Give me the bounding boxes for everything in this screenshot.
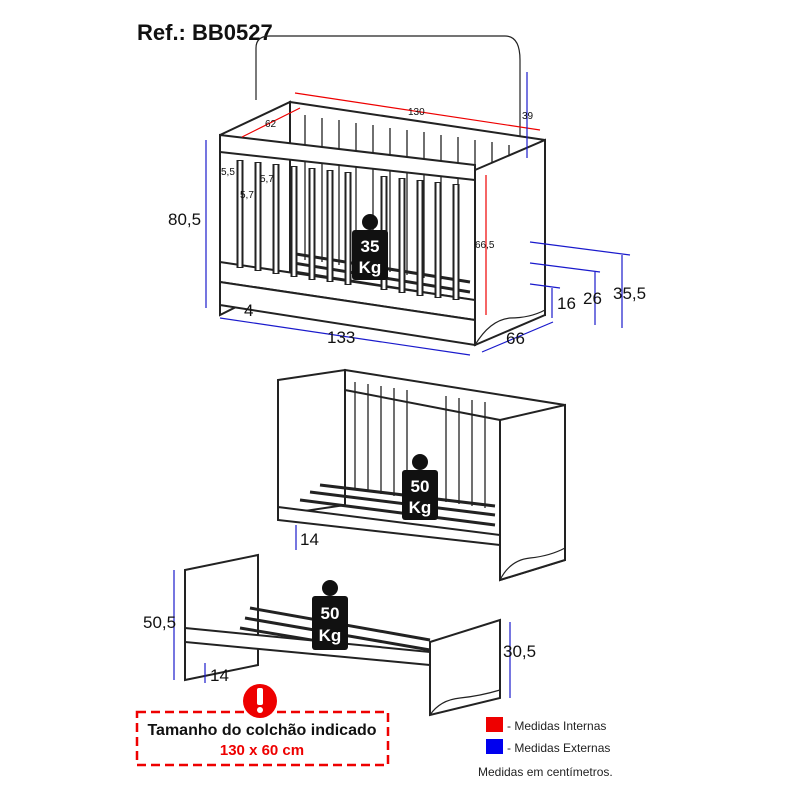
legend-swatch-internal <box>486 717 503 732</box>
crib-dimensions: 80,5 62 130 39 5,5 5,7 5,7 66,5 4 133 66… <box>168 72 646 356</box>
warning-icon <box>243 684 277 718</box>
svg-text:14: 14 <box>210 666 229 685</box>
svg-text:5,7: 5,7 <box>260 174 274 185</box>
svg-text:50: 50 <box>321 604 340 623</box>
svg-text:50: 50 <box>411 477 430 496</box>
svg-text:62: 62 <box>265 119 277 130</box>
svg-text:133: 133 <box>327 328 355 347</box>
svg-text:5,5: 5,5 <box>221 167 235 178</box>
svg-text:Kg: Kg <box>319 626 342 645</box>
svg-text:39: 39 <box>522 111 534 122</box>
headboard-outline <box>255 35 521 150</box>
legend-swatch-external <box>486 739 503 754</box>
bed-weight-icon: 50 Kg <box>312 580 348 650</box>
reference-code: Ref.: BB0527 <box>137 20 273 45</box>
svg-text:80,5: 80,5 <box>168 210 201 229</box>
svg-text:30,5: 30,5 <box>503 642 536 661</box>
mattress-note-title: Tamanho do colchão indicado <box>147 722 376 739</box>
svg-text:66,5: 66,5 <box>475 240 495 251</box>
svg-text:35,5: 35,5 <box>613 284 646 303</box>
svg-text:26: 26 <box>583 289 602 308</box>
legend-note: Medidas em centímetros. <box>478 765 613 779</box>
bed-dimensions: 50,5 30,5 14 <box>143 570 536 698</box>
svg-text:16: 16 <box>557 294 576 313</box>
bed-drawing <box>184 553 501 717</box>
svg-text:66: 66 <box>506 329 525 348</box>
crib-drawing <box>219 35 546 347</box>
svg-text:35: 35 <box>361 237 380 256</box>
mattress-note-box <box>135 710 390 767</box>
svg-text:5,7: 5,7 <box>240 190 254 201</box>
toddler-bed-offset-label: 14 <box>300 530 319 549</box>
svg-text:Kg: Kg <box>409 498 432 517</box>
legend-label-external: - Medidas Externas <box>507 741 610 755</box>
mattress-note-size: 130 x 60 cm <box>220 742 304 759</box>
legend-label-internal: - Medidas Internas <box>507 719 606 733</box>
svg-text:130: 130 <box>408 107 425 118</box>
svg-text:Kg: Kg <box>359 258 382 277</box>
svg-text:4: 4 <box>244 301 253 320</box>
svg-text:50,5: 50,5 <box>143 613 176 632</box>
crib-weight-icon: 35 Kg <box>352 214 388 280</box>
toddler-bed-weight-icon: 50 Kg <box>402 454 438 520</box>
